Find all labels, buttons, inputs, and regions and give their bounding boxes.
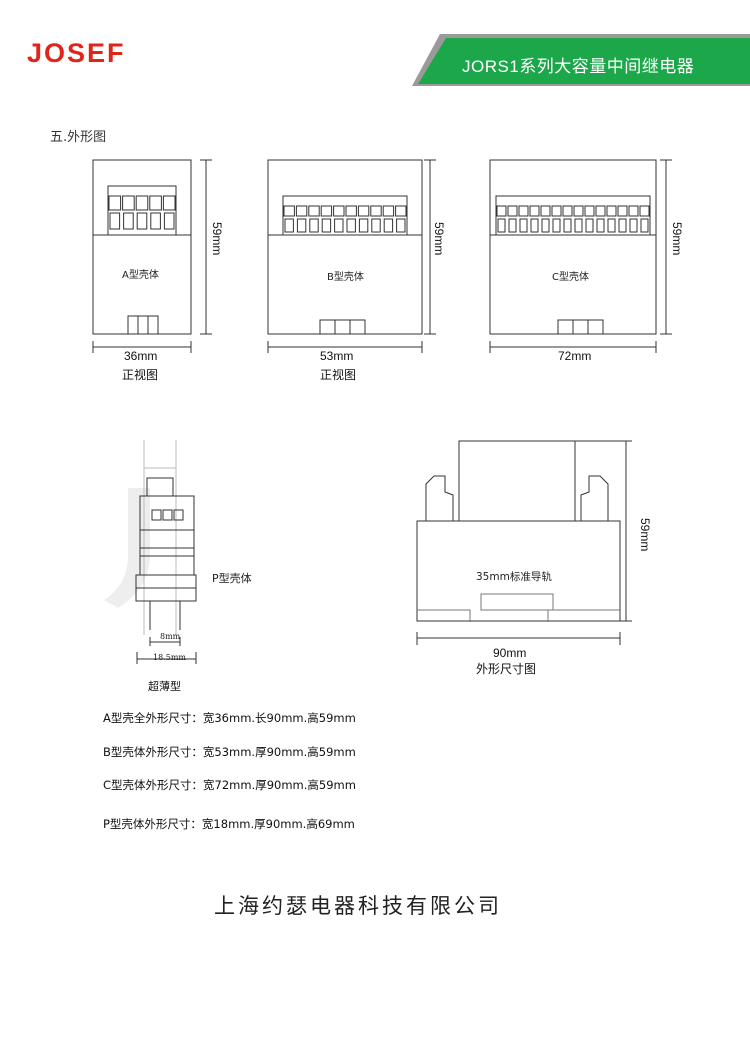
terminal-top: [135, 195, 149, 211]
terminal-screw: [563, 218, 572, 233]
terminal-screw: [530, 218, 539, 233]
terminal-top: [529, 205, 540, 217]
terminal-top: [283, 205, 295, 217]
section-title: 五.外形图: [50, 130, 107, 145]
side-view-width: 90mm: [493, 646, 527, 660]
housing-c-drawing: [489, 159, 657, 335]
terminal-top: [395, 205, 407, 217]
terminal-screw: [109, 212, 121, 230]
terminal-screw: [309, 218, 319, 233]
terminal-screw: [585, 218, 594, 233]
housing-a-height: 59mm: [210, 222, 224, 256]
terminal-top: [573, 205, 584, 217]
terminal-top: [295, 205, 308, 217]
housing-a-drawing: [92, 159, 192, 335]
terminal-screw: [497, 218, 506, 233]
terminal-screw: [284, 218, 294, 233]
terminal-screw: [640, 218, 649, 233]
width-dimension-lines: [92, 341, 657, 353]
side-view-caption: 外形尺寸图: [476, 662, 537, 676]
terminal-screw: [150, 212, 161, 230]
terminal-top: [320, 205, 333, 217]
terminal-top: [584, 205, 595, 217]
housing-p-caption: 超薄型: [148, 680, 181, 693]
spec-line-p: P型壳体外形尺寸：宽18mm.厚90mm.高69mm: [103, 817, 355, 831]
housing-b-label: B型壳体: [327, 272, 364, 283]
company-name: 上海约瑟电器科技有限公司: [214, 894, 502, 918]
side-view-height: 59mm: [638, 518, 652, 552]
terminal-top: [628, 205, 639, 217]
terminal-top: [370, 205, 382, 217]
spec-line-c: C型壳体外形尺寸：宽72mm.厚90mm.高59mm: [103, 778, 356, 792]
terminal-screw: [519, 218, 528, 233]
terminal-screw: [383, 218, 394, 233]
terminal-screw: [607, 218, 616, 233]
terminal-top: [357, 205, 370, 217]
terminal-screw: [629, 218, 638, 233]
terminal-top: [540, 205, 551, 217]
terminal-top: [639, 205, 650, 217]
terminal-screw: [136, 212, 148, 230]
housing-b-width: 53mm: [320, 349, 354, 363]
header-banner: [412, 34, 750, 86]
rail-label: 35mm标准导轨: [476, 571, 552, 583]
housing-a-label: A型壳体: [122, 270, 159, 281]
housing-a-width: 36mm: [124, 349, 158, 363]
terminal-screw: [574, 218, 583, 233]
housing-p-drawing: [135, 440, 197, 664]
terminal-screw: [552, 218, 561, 233]
terminal-top: [518, 205, 529, 217]
front-view-caption-a: 正视图: [122, 368, 159, 382]
terminal-top: [345, 205, 357, 217]
terminal-top: [562, 205, 573, 217]
terminal-top: [606, 205, 617, 217]
housing-p-outer-width: 18.5mm: [153, 653, 186, 662]
housing-b-drawing: [267, 159, 423, 335]
terminal-screw: [334, 218, 344, 233]
terminal-screw: [596, 218, 605, 233]
terminal-top: [507, 205, 518, 217]
banner-green: [418, 38, 750, 84]
terminal-top: [122, 195, 135, 211]
terminal-top: [617, 205, 628, 217]
terminal-top: [595, 205, 606, 217]
side-view-drawing: [416, 440, 632, 645]
housing-b-height: 59mm: [432, 222, 446, 256]
housing-p-inner-width: 8mm: [160, 632, 181, 641]
terminal-top: [108, 195, 122, 211]
terminal-top: [496, 205, 507, 217]
housing-p-label: P型壳体: [212, 572, 252, 585]
company-logo: JOSEF: [27, 38, 126, 68]
terminal-screw: [396, 218, 406, 233]
terminal-screw: [123, 212, 134, 230]
terminal-screw: [508, 218, 517, 233]
terminal-screw: [346, 218, 356, 233]
terminal-screw: [321, 218, 332, 233]
terminal-top: [162, 195, 176, 211]
terminal-screw: [163, 212, 175, 230]
terminal-screw: [371, 218, 381, 233]
watermark-j-mark: [104, 488, 150, 608]
terminal-top: [333, 205, 345, 217]
terminal-top: [149, 195, 162, 211]
spec-line-a: A型壳全外形尺寸：宽36mm.长90mm.高59mm: [103, 711, 356, 725]
terminal-top: [382, 205, 395, 217]
front-view-caption-b: 正视图: [320, 368, 357, 382]
terminal-top: [308, 205, 320, 217]
terminal-screw: [358, 218, 369, 233]
terminal-screw: [618, 218, 627, 233]
terminal-top: [551, 205, 562, 217]
housing-c-width: 72mm: [558, 349, 592, 363]
spec-line-b: B型壳体外形尺寸：宽53mm.厚90mm.高59mm: [103, 745, 356, 759]
terminal-screw: [541, 218, 550, 233]
page-title: JORS1系列大容量中间继电器: [462, 57, 695, 76]
height-dimension-lines: [200, 159, 672, 335]
terminal-screw: [296, 218, 307, 233]
housing-c-height: 59mm: [670, 222, 684, 256]
housing-c-label: C型壳体: [552, 272, 589, 283]
